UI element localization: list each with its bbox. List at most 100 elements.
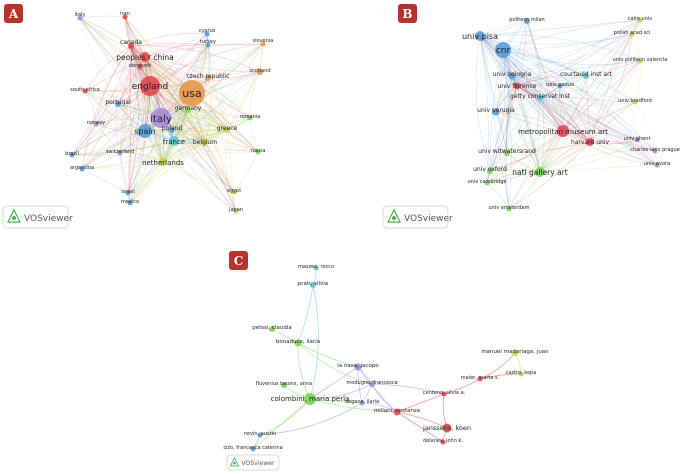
network-node: [151, 108, 171, 128]
link-line: [71, 123, 97, 156]
link-line: [130, 45, 164, 163]
network-node: [310, 282, 316, 288]
link-line: [225, 129, 237, 212]
link-line: [117, 103, 189, 113]
link-line: [162, 161, 237, 212]
node-label: greece: [217, 125, 238, 132]
link-line: [127, 109, 189, 194]
node-label: egypt: [227, 188, 241, 194]
node-label: janssens, koen: [422, 424, 471, 432]
link-line: [144, 130, 259, 153]
link-line: [502, 49, 587, 77]
link-line: [204, 141, 237, 212]
link-line: [119, 152, 131, 204]
network-node: [255, 149, 261, 155]
link-line: [144, 56, 206, 143]
network-node: [654, 162, 660, 168]
link-line: [539, 97, 636, 107]
link-line: [173, 140, 235, 193]
link-line: [84, 56, 146, 92]
node-label: israel: [121, 189, 135, 195]
link-line: [634, 60, 641, 103]
link-line: [489, 170, 510, 210]
node-label: switzerland: [106, 149, 135, 155]
link-line: [130, 45, 189, 111]
node-label: netherlands: [142, 159, 184, 167]
link-line: [173, 140, 259, 154]
node-label: univ bradford: [618, 98, 652, 104]
link-line: [130, 45, 209, 79]
network-node: [506, 206, 512, 212]
link-line: [79, 15, 126, 19]
network-node: [257, 432, 263, 438]
network-node: [250, 446, 256, 452]
link-line: [144, 129, 228, 132]
network-node: [205, 42, 211, 48]
network-node: [205, 75, 211, 81]
link-line: [84, 45, 132, 92]
network-node: [632, 99, 638, 105]
link-line: [511, 20, 528, 77]
link-line: [508, 97, 541, 210]
node-label: fluvenius tasons, anna: [256, 381, 312, 387]
link-line: [127, 45, 139, 194]
link-line: [130, 45, 146, 132]
link-line: [502, 49, 591, 143]
network-node: [634, 137, 640, 143]
node-label: castro, kepa: [506, 370, 537, 376]
link-line: [539, 33, 633, 99]
network-node: [125, 190, 131, 196]
panel-badge-label: C: [234, 254, 244, 268]
link-line: [95, 56, 146, 125]
network-node: [637, 17, 643, 23]
link-line: [119, 152, 129, 194]
node-label: portugal: [105, 99, 131, 106]
network-node: [518, 371, 524, 377]
node-label: slovenia: [253, 38, 274, 44]
node-label: metropolitan museum art: [518, 128, 608, 136]
network-node: [508, 72, 516, 80]
vosviewer-label: VOSviewer: [241, 460, 275, 467]
link-line: [144, 44, 209, 58]
link-line: [144, 43, 264, 58]
link-line: [79, 17, 193, 94]
link-line: [144, 56, 189, 111]
node-label: brazil: [65, 151, 79, 157]
link-line: [508, 141, 591, 210]
link-line: [149, 85, 235, 193]
node-label: prati, silvia: [298, 281, 328, 287]
node-label: charles univ prague: [630, 147, 680, 153]
link-line: [160, 117, 237, 212]
link-line: [139, 66, 164, 163]
link-line: [81, 45, 132, 170]
link-line: [204, 43, 264, 143]
link-line: [149, 85, 259, 153]
link-line: [562, 130, 656, 152]
link-line: [226, 129, 235, 193]
link-line: [130, 45, 261, 73]
node-label: cairo univ: [628, 16, 653, 22]
link-line: [589, 141, 656, 152]
link-line: [539, 97, 591, 143]
link-line: [562, 130, 638, 141]
link-line: [516, 19, 641, 87]
link-line: [130, 45, 235, 193]
link-line: [187, 109, 228, 131]
link-line: [84, 90, 97, 125]
link-line: [173, 77, 209, 142]
network-node: [93, 121, 99, 127]
link-line: [526, 20, 564, 132]
network-node: [169, 136, 179, 146]
link-line: [71, 154, 164, 163]
link-line: [95, 123, 164, 163]
panel-badge: A: [4, 4, 23, 23]
link-line: [119, 45, 132, 154]
link-line: [502, 49, 658, 166]
link-line: [511, 75, 587, 79]
link-line: [633, 101, 638, 141]
link-line: [516, 85, 541, 173]
link-line: [479, 35, 636, 103]
